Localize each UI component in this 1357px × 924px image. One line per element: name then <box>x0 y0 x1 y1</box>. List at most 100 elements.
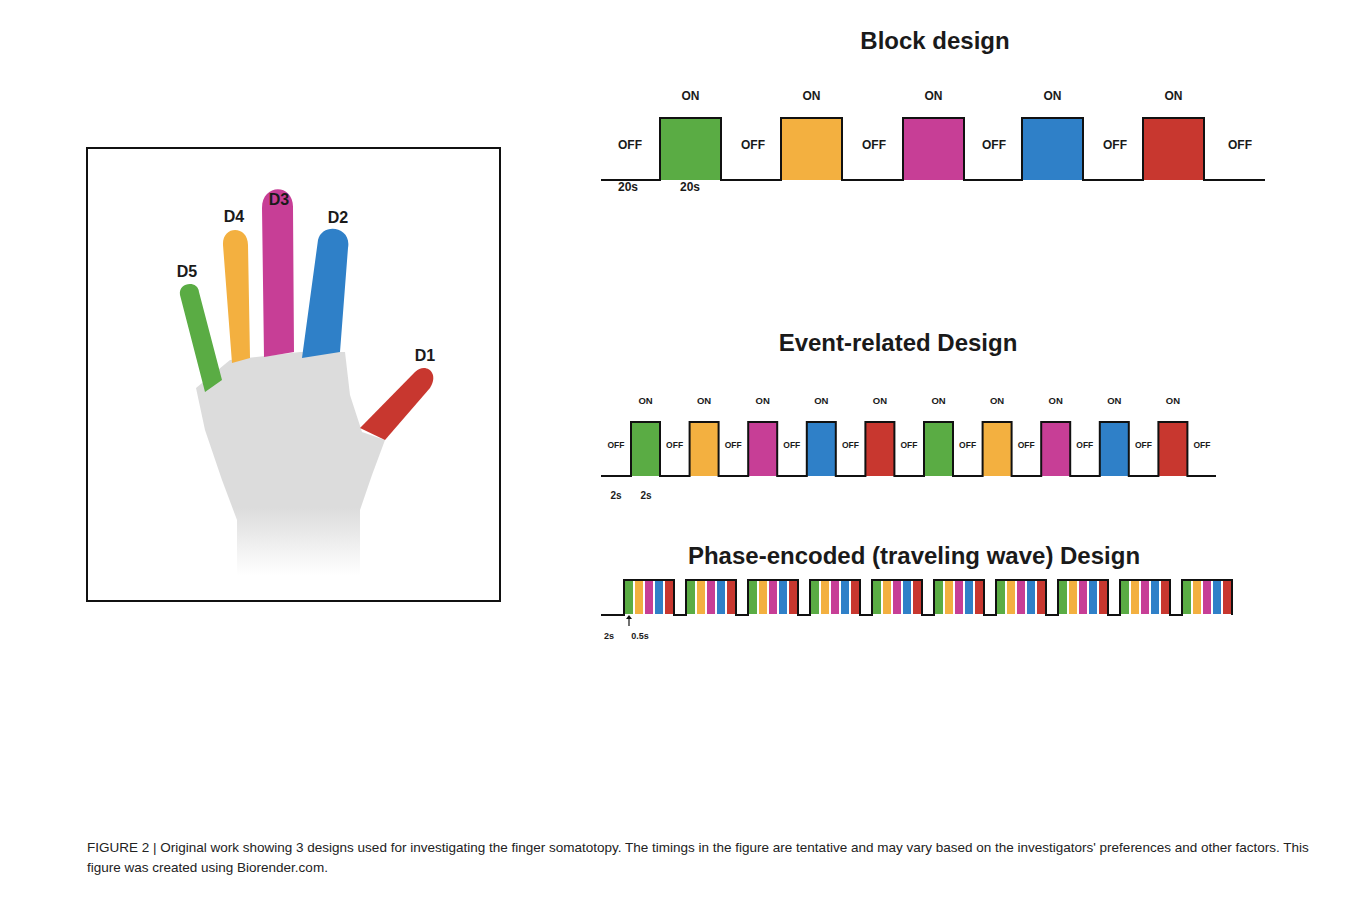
on-label: ON <box>682 90 700 103</box>
off-label: OFF <box>959 441 976 450</box>
finger-bar <box>1059 581 1067 614</box>
timing-line <box>601 422 1216 476</box>
timing-line <box>601 580 1232 615</box>
stimulus-block <box>1120 580 1170 615</box>
duration-label: 2s <box>604 632 614 642</box>
stimulus-block <box>1143 118 1204 180</box>
off-label: OFF <box>862 139 886 152</box>
finger-bar <box>903 581 911 614</box>
off-label: OFF <box>1228 139 1252 152</box>
off-label: OFF <box>618 139 642 152</box>
finger-bar <box>1193 581 1201 614</box>
off-label: OFF <box>1018 441 1035 450</box>
stimulus-block <box>686 580 736 615</box>
off-label: OFF <box>1135 441 1152 450</box>
finger-bar <box>789 581 797 614</box>
on-label: ON <box>803 90 821 103</box>
finger-d3 <box>262 189 294 357</box>
finger-bar <box>935 581 943 614</box>
finger-bar <box>1037 581 1045 614</box>
finger-bar <box>873 581 881 614</box>
finger-bar <box>1007 581 1015 614</box>
stimulus-block <box>810 580 860 615</box>
finger-label: D2 <box>328 209 348 227</box>
figure-caption: FIGURE 2 | Original work showing 3 desig… <box>87 838 1337 878</box>
timing-line <box>601 118 1265 180</box>
stimulus-block <box>903 118 964 180</box>
stimulus-block <box>865 422 894 476</box>
finger-d1 <box>360 368 433 440</box>
finger-label: D3 <box>269 191 289 209</box>
finger-d4 <box>223 230 250 363</box>
stimulus-block <box>748 580 798 615</box>
finger-bar <box>975 581 983 614</box>
on-label: ON <box>873 396 887 406</box>
finger-bar <box>1069 581 1077 614</box>
on-label: ON <box>1166 396 1180 406</box>
on-label: ON <box>1044 90 1062 103</box>
finger-bar <box>1131 581 1139 614</box>
duration-label: 20s <box>680 181 700 194</box>
finger-bar <box>913 581 921 614</box>
finger-d2 <box>302 229 348 358</box>
finger-bar <box>1079 581 1087 614</box>
event-train <box>601 422 1216 476</box>
finger-label: D4 <box>224 208 244 226</box>
finger-bar <box>697 581 705 614</box>
phase-train <box>601 580 1232 615</box>
stimulus-block <box>934 580 984 615</box>
phase-bars <box>625 581 1231 614</box>
off-label: OFF <box>901 441 918 450</box>
stimulus-block <box>631 422 660 476</box>
finger-bar <box>1089 581 1097 614</box>
finger-bar <box>687 581 695 614</box>
finger-bar <box>645 581 653 614</box>
finger-bar <box>779 581 787 614</box>
finger-bar <box>655 581 663 614</box>
stimulus-block <box>748 422 777 476</box>
finger-bar <box>1203 581 1211 614</box>
finger-bar <box>727 581 735 614</box>
duration-label: 2s <box>640 490 651 501</box>
stimulus-block <box>1100 422 1129 476</box>
finger-label: D1 <box>415 347 435 365</box>
finger-bar <box>635 581 643 614</box>
on-label: ON <box>638 396 652 406</box>
on-label: ON <box>1049 396 1063 406</box>
stimulus-block <box>1158 422 1187 476</box>
finger-bar <box>893 581 901 614</box>
finger-d5 <box>180 284 222 392</box>
design-title: Phase-encoded (traveling wave) Design <box>688 543 1140 569</box>
on-label: ON <box>1107 396 1121 406</box>
off-label: OFF <box>842 441 859 450</box>
duration-label: 0.5s <box>631 632 649 642</box>
stimulus-block <box>690 422 719 476</box>
stimulus-block <box>624 580 674 615</box>
finger-bar <box>665 581 673 614</box>
stimulus-block <box>1182 580 1232 615</box>
on-label: ON <box>697 396 711 406</box>
finger-bar <box>841 581 849 614</box>
off-label: OFF <box>982 139 1006 152</box>
on-label: ON <box>925 90 943 103</box>
palm <box>196 352 385 575</box>
stimulus-block <box>872 580 922 615</box>
stimulus-block <box>781 118 842 180</box>
off-label: OFF <box>666 441 683 450</box>
off-label: OFF <box>725 441 742 450</box>
finger-bar <box>997 581 1005 614</box>
finger-label: D5 <box>177 263 197 281</box>
finger-bar <box>1121 581 1129 614</box>
finger-bar <box>749 581 757 614</box>
stimulus-block <box>996 580 1046 615</box>
design-title: Block design <box>860 28 1009 54</box>
off-label: OFF <box>741 139 765 152</box>
off-label: OFF <box>1103 139 1127 152</box>
stimulus-block <box>1022 118 1083 180</box>
finger-bar <box>1223 581 1231 614</box>
on-label: ON <box>1165 90 1183 103</box>
finger-bar <box>965 581 973 614</box>
on-label: ON <box>756 396 770 406</box>
finger-bar <box>717 581 725 614</box>
